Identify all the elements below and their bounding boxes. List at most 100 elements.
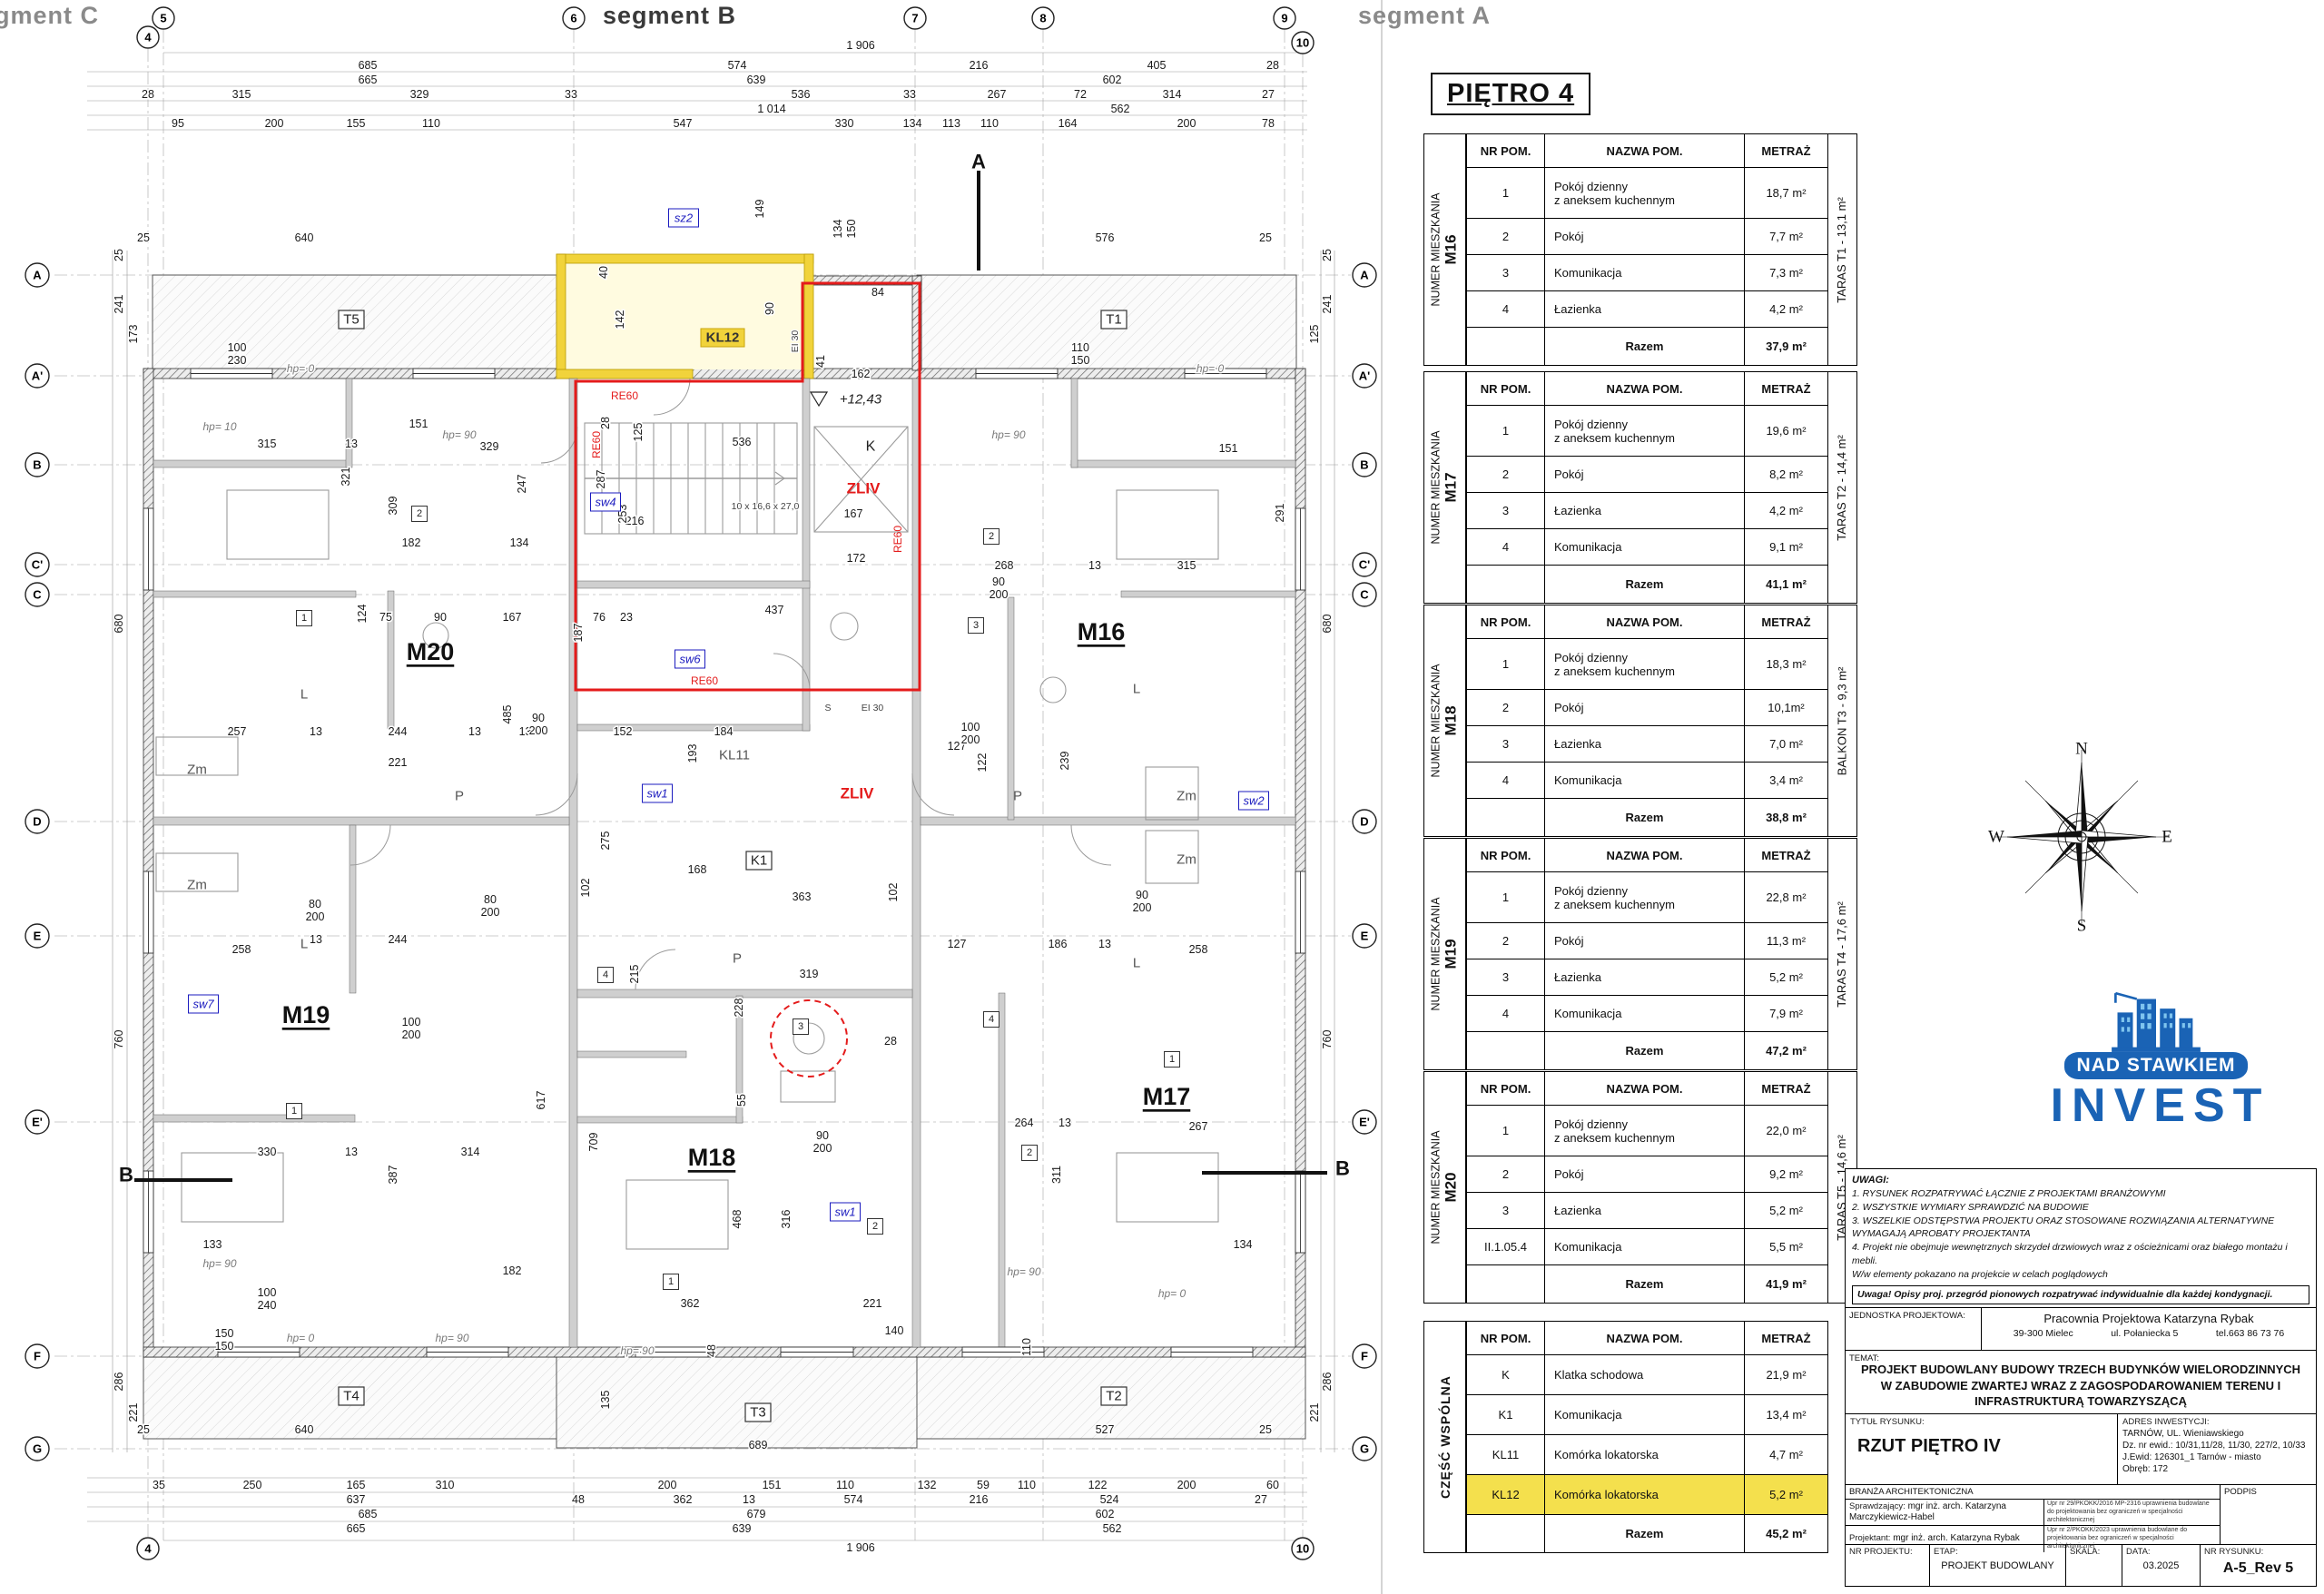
room-name-cell: Pokój — [1544, 689, 1744, 725]
plan-label: hp= 0 — [287, 362, 315, 375]
segment-b-label: segment B — [603, 2, 737, 29]
axis-letter: E — [34, 930, 42, 943]
title-block: JEDNOSTKA PROJEKTOWA: Pracownia Projekto… — [1845, 1307, 2317, 1587]
table-header-row: NR POM.NAZWA POM.METRAŻ — [1466, 1322, 1827, 1354]
plan-label: A — [971, 151, 986, 173]
dim-label: 182 — [503, 1264, 522, 1277]
logo-name: NAD STAWKIEM — [2063, 1052, 2249, 1079]
address-line: Obręb: 172 — [2122, 1464, 2169, 1475]
axis-letter: A — [33, 269, 42, 282]
room-name-cell: Komunikacja — [1544, 1228, 1744, 1264]
dim-label: 221 — [1308, 1403, 1321, 1422]
label-box — [983, 528, 1000, 545]
room-area-cell: 19,6 m² — [1744, 405, 1827, 456]
total-empty-cell — [1466, 1031, 1544, 1069]
room-number-cell: K — [1466, 1354, 1544, 1394]
drawing-title-label: TYTUŁ RYSUNKU: — [1850, 1417, 1925, 1427]
plan-label: sw6 — [679, 653, 701, 666]
design-office-phone: tel.663 86 73 76 — [2215, 1328, 2285, 1339]
table-terrace-label: TARAS T2 - 14,4 m² — [1828, 371, 1857, 604]
dim-label: 125 — [1308, 325, 1321, 344]
project-no-label: NR PROJEKTU: — [1849, 1547, 1913, 1557]
label-box — [1021, 1145, 1038, 1161]
dim-label: 602 — [1096, 1508, 1115, 1520]
dim-label: 309 — [387, 497, 399, 516]
logo-invest: INVEST — [2050, 1079, 2270, 1132]
dim-label: 72 — [1074, 88, 1087, 101]
stage-value: PROJEKT BUDOWLANY — [1941, 1560, 2054, 1571]
room-area-cell: 7,0 m² — [1744, 725, 1827, 762]
drawing-no-label: NR RYSUNKU: — [2204, 1547, 2264, 1557]
room-number-cell: 2 — [1466, 689, 1544, 725]
dim-label: 468 — [731, 1210, 743, 1229]
label-box — [1164, 1051, 1180, 1068]
designer-label: Projektant: — [1849, 1533, 1891, 1544]
compass-west-label: W — [1988, 828, 2004, 847]
dim-label: 244 — [389, 725, 408, 738]
dim-label: 150 — [215, 1327, 234, 1340]
dim-label: 258 — [232, 943, 251, 956]
subject-label: TEMAT: — [1849, 1353, 1880, 1363]
table-header: NAZWA POM. — [1544, 839, 1744, 871]
room-kl12-area — [566, 263, 804, 369]
design-office-street: ul. Połaniecka 5 — [2111, 1328, 2179, 1339]
axis-circle — [562, 6, 586, 30]
table-header: METRAŻ — [1744, 605, 1827, 638]
plan-label: 1 — [1169, 1054, 1175, 1065]
dim-label: 329 — [410, 88, 429, 101]
room-area-cell: 5,2 m² — [1744, 1474, 1827, 1514]
table-header: METRAŻ — [1744, 1072, 1827, 1105]
axis-letter: E — [1361, 930, 1369, 943]
dim-label: 760 — [1321, 1030, 1334, 1049]
room-area-cell: 3,4 m² — [1744, 762, 1827, 798]
dim-label: 200 — [306, 910, 325, 923]
room-area-cell: 5,5 m² — [1744, 1228, 1827, 1264]
table-header: NR POM. — [1466, 1072, 1544, 1105]
dim-label: 110 — [422, 117, 440, 130]
dim-label: 151 — [409, 418, 428, 430]
dim-label: 113 — [942, 117, 960, 130]
plan-label: RE60 — [691, 674, 718, 687]
axis-circle — [25, 552, 50, 577]
dim-label: 576 — [1096, 231, 1115, 244]
total-area-cell: 47,2 m² — [1744, 1031, 1827, 1069]
dim-label: 330 — [258, 1146, 277, 1158]
dim-label: 247 — [516, 475, 528, 494]
dim-label: 13 — [310, 933, 322, 946]
dim-label: 617 — [535, 1091, 547, 1110]
total-empty-cell — [1466, 1264, 1544, 1303]
room-name-cell: Pokój dzienny z aneksem kuchennym — [1544, 405, 1744, 456]
room-name-cell: Pokój dzienny z aneksem kuchennym — [1544, 167, 1744, 218]
label-box — [411, 506, 428, 522]
dim-label: 709 — [587, 1133, 600, 1152]
room-name-cell: Komunikacja — [1544, 528, 1744, 565]
dim-label: 760 — [113, 1030, 125, 1049]
dim-label: 186 — [1049, 938, 1068, 950]
dim-label: 637 — [347, 1493, 366, 1506]
design-office-name: Pracownia Projektowa Katarzyna Rybak — [2043, 1312, 2254, 1325]
dim-label: 28 — [599, 417, 612, 429]
axis-number: 10 — [1296, 1542, 1309, 1556]
plan-label: sw7 — [192, 998, 214, 1011]
room-area-cell: 4,2 m² — [1744, 290, 1827, 327]
plan-label: 1 — [301, 613, 307, 624]
table-header: METRAŻ — [1744, 134, 1827, 167]
dim-label: 562 — [1103, 1522, 1122, 1535]
dim-label: 55 — [735, 1094, 748, 1107]
dim-label: 286 — [1321, 1373, 1334, 1392]
axis-circle — [1352, 363, 1377, 389]
dim-label: 230 — [228, 354, 247, 367]
dim-label: 200 — [1133, 901, 1152, 914]
dim-label: 122 — [1088, 1479, 1108, 1491]
